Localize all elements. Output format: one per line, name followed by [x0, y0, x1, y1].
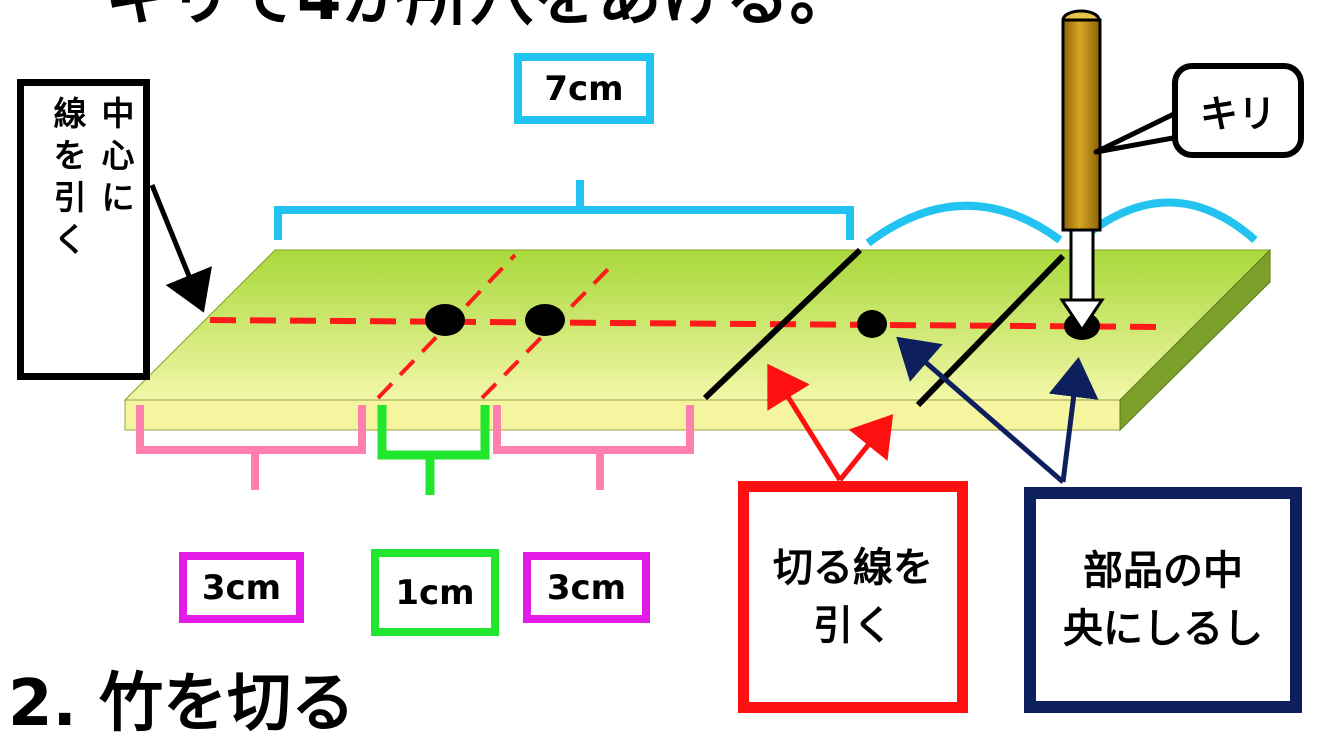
hole-3 — [857, 310, 887, 338]
vertical-char: 線 — [53, 94, 87, 133]
bracket-7cm — [274, 180, 854, 240]
arrow-to-cut-line-2 — [838, 414, 894, 482]
drill-handle — [1061, 18, 1102, 232]
label-mark-center: 部品の中 央にしるし — [1024, 487, 1302, 713]
heading-bottom: 2. 竹を切る — [8, 667, 356, 741]
arrow-to-hole-3 — [896, 336, 1065, 484]
label-right-segment-text: 3cm — [546, 567, 627, 608]
vertical-char: に — [101, 178, 135, 217]
vertical-char: 心 — [101, 136, 135, 175]
heading-top: キリで4か所穴をあける。 — [105, 0, 854, 38]
bracket-3cm-left — [136, 405, 366, 490]
label-total-length: 7cm — [514, 53, 654, 124]
label-total-length-text: 7cm — [544, 68, 624, 109]
vertical-char: く — [53, 220, 87, 259]
bracket-3cm-right — [493, 405, 694, 490]
label-left-segment-text: 3cm — [201, 567, 282, 608]
vertical-char: を — [53, 136, 87, 175]
label-left-segment: 3cm — [179, 552, 304, 623]
arrow-to-cut-line-1 — [767, 363, 843, 482]
vertical-char: 引 — [53, 178, 87, 217]
board-side-face — [1119, 248, 1271, 432]
label-tool-kiri: キリ — [1172, 63, 1304, 158]
label-draw-cut-lines-line2: 引く — [813, 603, 893, 649]
hole-1 — [425, 304, 465, 336]
arrow-to-hole-4 — [1048, 357, 1099, 483]
label-middle-segment: 1cm — [371, 549, 499, 636]
label-mark-center-line1: 部品の中 — [1083, 548, 1243, 594]
vertical-char: 中 — [101, 94, 135, 133]
label-right-segment: 3cm — [523, 552, 650, 623]
arc-right-2 — [1077, 198, 1258, 244]
label-tool-kiri-text: キリ — [1199, 92, 1276, 136]
arrow-center-line — [149, 184, 212, 313]
arc-right-1 — [865, 201, 1063, 247]
hole-2 — [525, 304, 565, 336]
board-diagram — [123, 9, 1272, 495]
cut-line-1 — [702, 247, 863, 401]
label-draw-center-line: 中心に 線を引く — [17, 79, 150, 380]
label-draw-cut-lines: 切る線を 引く — [738, 481, 968, 713]
drill-tip — [1059, 298, 1105, 333]
label-draw-center-line-col2: 線を引く — [52, 93, 88, 261]
label-draw-center-line-col1: 中心に — [100, 93, 136, 219]
bracket-1cm — [377, 405, 490, 495]
label-middle-segment-text: 1cm — [395, 572, 475, 613]
label-mark-center-line2: 央にしるし — [1063, 606, 1263, 652]
kiri-callout-tail — [1093, 109, 1187, 155]
label-draw-cut-lines-line1: 切る線を — [773, 545, 933, 591]
drill-shaft — [1069, 228, 1095, 302]
